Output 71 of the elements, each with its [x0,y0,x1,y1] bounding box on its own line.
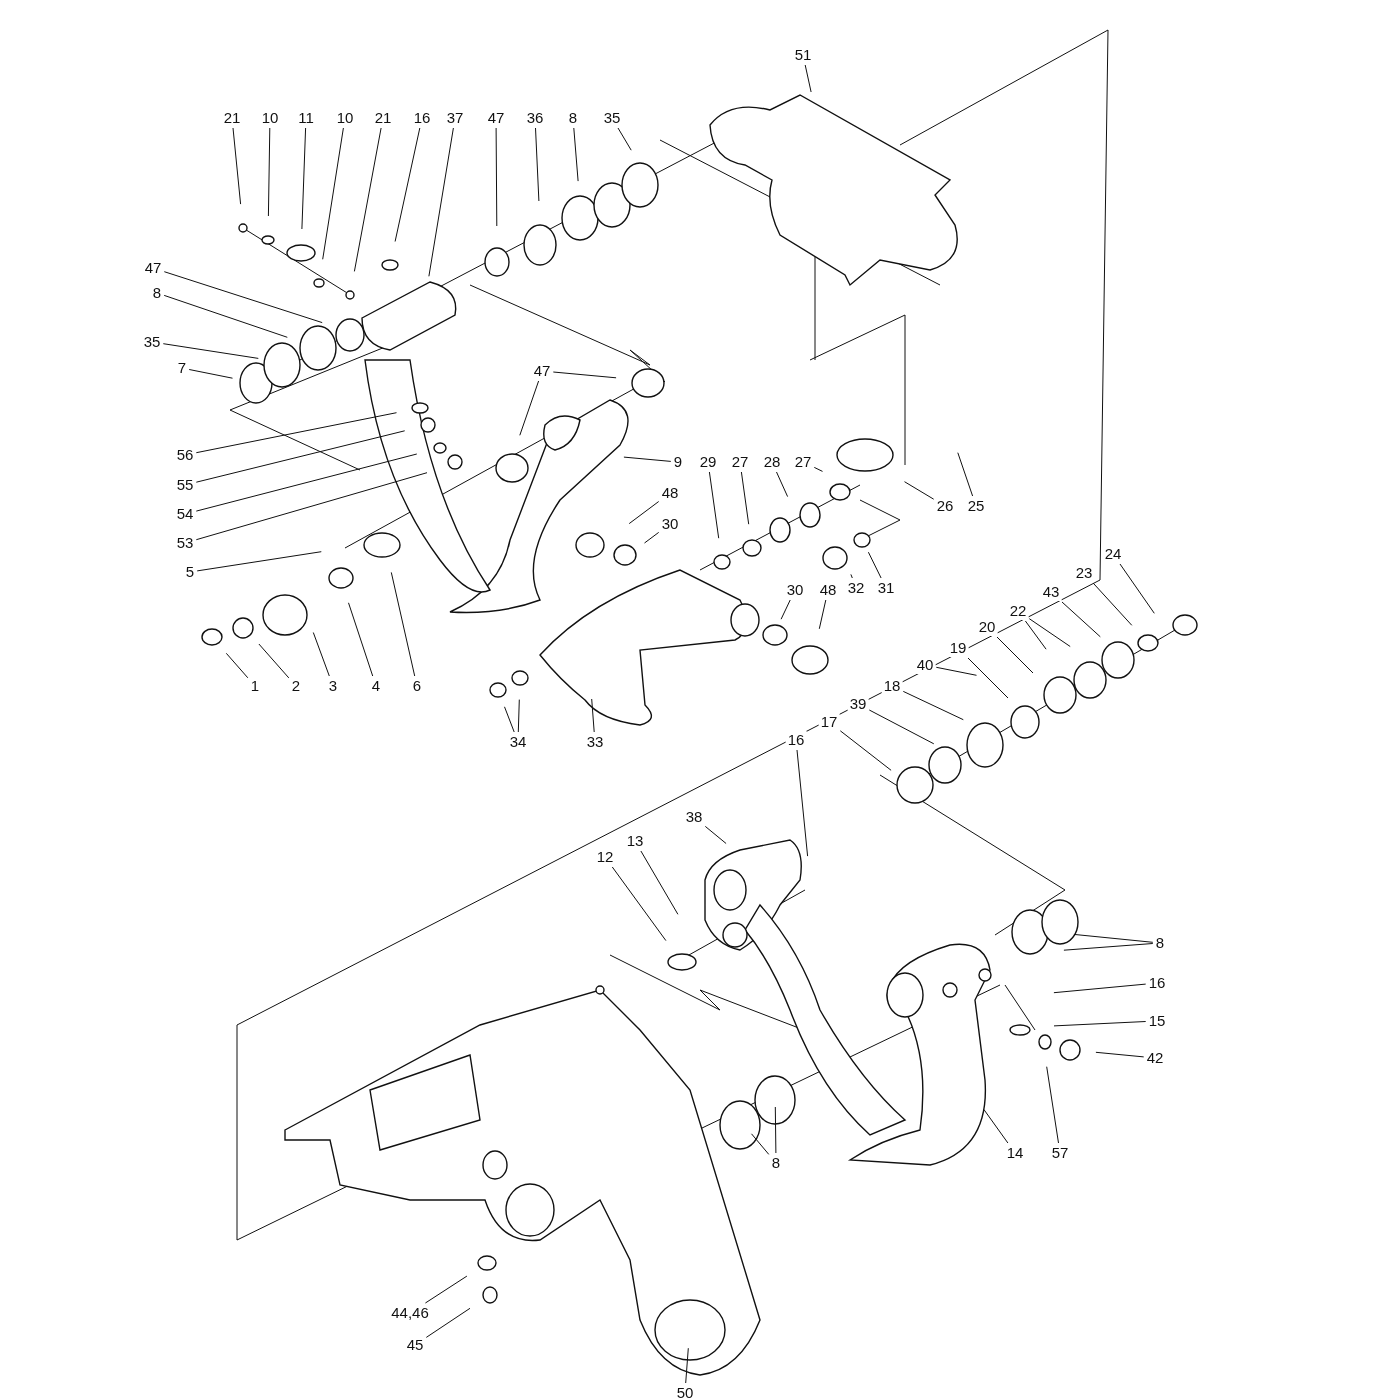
leader-line [267,127,271,217]
leader-line [867,551,882,579]
leader-line [495,127,498,227]
leader-line [996,636,1034,674]
leader-line [935,666,977,676]
leader-line [162,343,259,359]
leader-line [611,866,667,942]
leader-line [839,730,892,771]
leader-line [195,472,428,541]
leader-line [1024,620,1047,650]
leader-line [322,127,344,260]
leader-line [394,127,421,242]
leader-line [1092,582,1133,626]
leader-line [704,825,727,844]
leader-line [850,573,853,579]
leader-line [1053,1021,1147,1027]
leader-line [1073,933,1154,943]
leader-line [390,571,416,677]
leader-line [967,657,1009,699]
leader-line [188,369,233,379]
leader-line [644,531,660,544]
leader-line [195,453,418,512]
leader-line [628,501,660,525]
leader-line [195,430,406,483]
leader-line [517,699,520,733]
leader-line [573,127,579,182]
leader-line [780,599,791,620]
leader-line [1046,1066,1059,1144]
leader-line [312,632,330,677]
leader-line [1119,563,1155,614]
leader-line [818,599,827,630]
leader-line [623,456,672,462]
leader-line [617,127,632,151]
leader-line [258,643,290,679]
leader-line [591,698,595,733]
leader-line [348,602,374,677]
leader-line [902,690,964,721]
leader-line [195,412,397,454]
leader-line [424,1275,468,1304]
leader-line [774,1106,777,1154]
leader-line [163,294,288,338]
leader-line [1063,943,1154,951]
leader-line [904,481,935,500]
leader-line [813,466,823,472]
leader-line [232,127,242,205]
leader-line [804,64,812,93]
leader-line [640,850,679,915]
leader-line [504,706,515,733]
leader-line [428,127,454,277]
leader-line [708,471,720,539]
leader-line [751,1133,770,1155]
leader-line [796,749,809,857]
leader-line [163,271,323,324]
leader-line [535,127,540,202]
leader-line [519,380,540,436]
leader-line [196,551,322,572]
leader-line [301,127,307,230]
leader-line [353,127,382,272]
leader-line [552,371,617,379]
leader-line [957,452,974,497]
leader-line [1028,618,1071,647]
leader-line [776,471,789,498]
leader-line [425,1307,471,1338]
leader-line [1061,601,1101,638]
leader-line [740,471,750,525]
leader-line [983,1109,1009,1144]
leader-line [868,709,935,745]
leader-line [1053,983,1147,994]
leader-line [1095,1051,1145,1058]
leader-line [225,652,249,679]
leader-line [685,1347,689,1384]
